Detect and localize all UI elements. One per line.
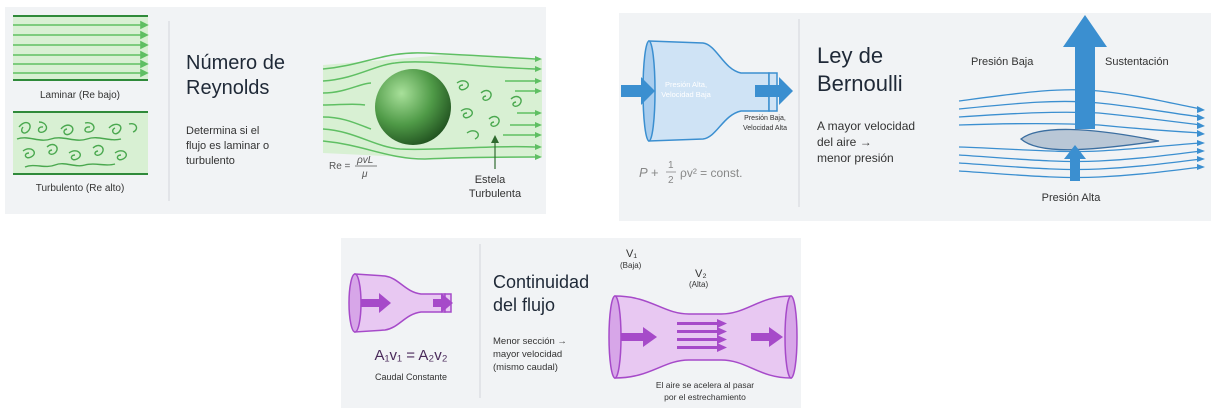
continuity-panel: A₁v₁ = A₂v₂ Caudal Constante Continuidad… [341, 238, 801, 408]
wake-label-line2: Turbulenta [469, 188, 522, 200]
svg-text:Re =: Re = [329, 161, 351, 172]
lift-label: Sustentación [1105, 56, 1169, 68]
low-pressure-label: Presión Baja [971, 56, 1034, 68]
v1-label: V₁ [626, 248, 637, 260]
svg-text:2: 2 [668, 175, 674, 186]
small-nozzle-diagram [348, 273, 453, 333]
bernoulli-title-line2: Bernoulli [817, 71, 903, 96]
sphere [375, 69, 451, 145]
bernoulli-panel: Presión Alta, Velocidad Baja Presión Baj… [619, 13, 1211, 221]
continuity-desc-line2: mayor velocidad [493, 349, 562, 360]
reynolds-desc-line2: flujo es laminar o [186, 140, 269, 152]
reynolds-panel: Laminar (Re bajo) Turbulento (Re alto) N… [5, 7, 546, 214]
lift-arrow [1063, 15, 1107, 129]
svg-text:ρv² = const.: ρv² = const. [680, 166, 743, 180]
bernoulli-title-line1: Ley de [817, 43, 883, 68]
venturi-in-line1: Presión Alta, [665, 80, 707, 89]
turbulent-flow-diagram [13, 111, 148, 175]
bernoulli-desc-line2: del aire → [817, 135, 872, 149]
airfoil-streamlines [958, 89, 1202, 179]
svg-text:P +: P + [639, 165, 659, 180]
venturi-arrow-in [621, 77, 655, 105]
venturi-in-line2: Velocidad Baja [661, 90, 711, 99]
reynolds-title-line2: Reynolds [186, 77, 269, 99]
airfoil [1019, 128, 1160, 151]
bernoulli-formula: P + 1 2 ρv² = const. [639, 160, 743, 186]
high-pressure-label: Presión Alta [1042, 192, 1102, 204]
svg-text:1: 1 [668, 160, 674, 171]
laminar-flow-diagram [13, 15, 149, 81]
v2-note: (Alta) [689, 280, 708, 289]
svg-text:μ: μ [361, 169, 368, 180]
flow-arrows [621, 319, 783, 352]
reynolds-formula: Re = ρvL μ [329, 155, 377, 180]
high-pressure-arrow [1064, 145, 1086, 181]
acceleration-note-line1: El aire se acelera al pasar [656, 380, 754, 390]
continuity-title-line2: del flujo [493, 295, 555, 315]
streamline-arrowheads [1197, 106, 1205, 170]
sphere-flow-diagram [322, 52, 542, 169]
v2-label: V₂ [695, 268, 707, 280]
venturi-arrow-out [755, 77, 793, 105]
constriction-tube [608, 295, 798, 379]
bernoulli-desc-line3: menor presión [817, 151, 894, 165]
wake-label-line1: Estela [475, 174, 506, 186]
reynolds-desc-line1: Determina si el [186, 125, 259, 137]
v1-note: (Baja) [620, 261, 642, 270]
venturi-out-line1: Presión Baja, [744, 115, 786, 122]
continuity-desc-line1: Menor sección → [493, 336, 567, 347]
bernoulli-desc-line1: A mayor velocidad [817, 119, 915, 133]
venturi-out-line2: Velocidad Alta [743, 125, 787, 132]
turbulent-label: Turbulento (Re alto) [36, 183, 125, 194]
svg-text:ρvL: ρvL [356, 155, 373, 166]
continuity-desc-line3: (mismo caudal) [493, 362, 558, 373]
laminar-label: Laminar (Re bajo) [40, 90, 120, 101]
continuity-formula: A₁v₁ = A₂v₂ [374, 347, 447, 364]
reynolds-desc-line3: turbulento [186, 155, 235, 167]
acceleration-note-line2: por el estrechamiento [664, 392, 746, 402]
reynolds-title-line1: Número de [186, 52, 285, 74]
continuity-title-line1: Continuidad [493, 272, 589, 292]
continuity-caption: Caudal Constante [375, 372, 447, 382]
